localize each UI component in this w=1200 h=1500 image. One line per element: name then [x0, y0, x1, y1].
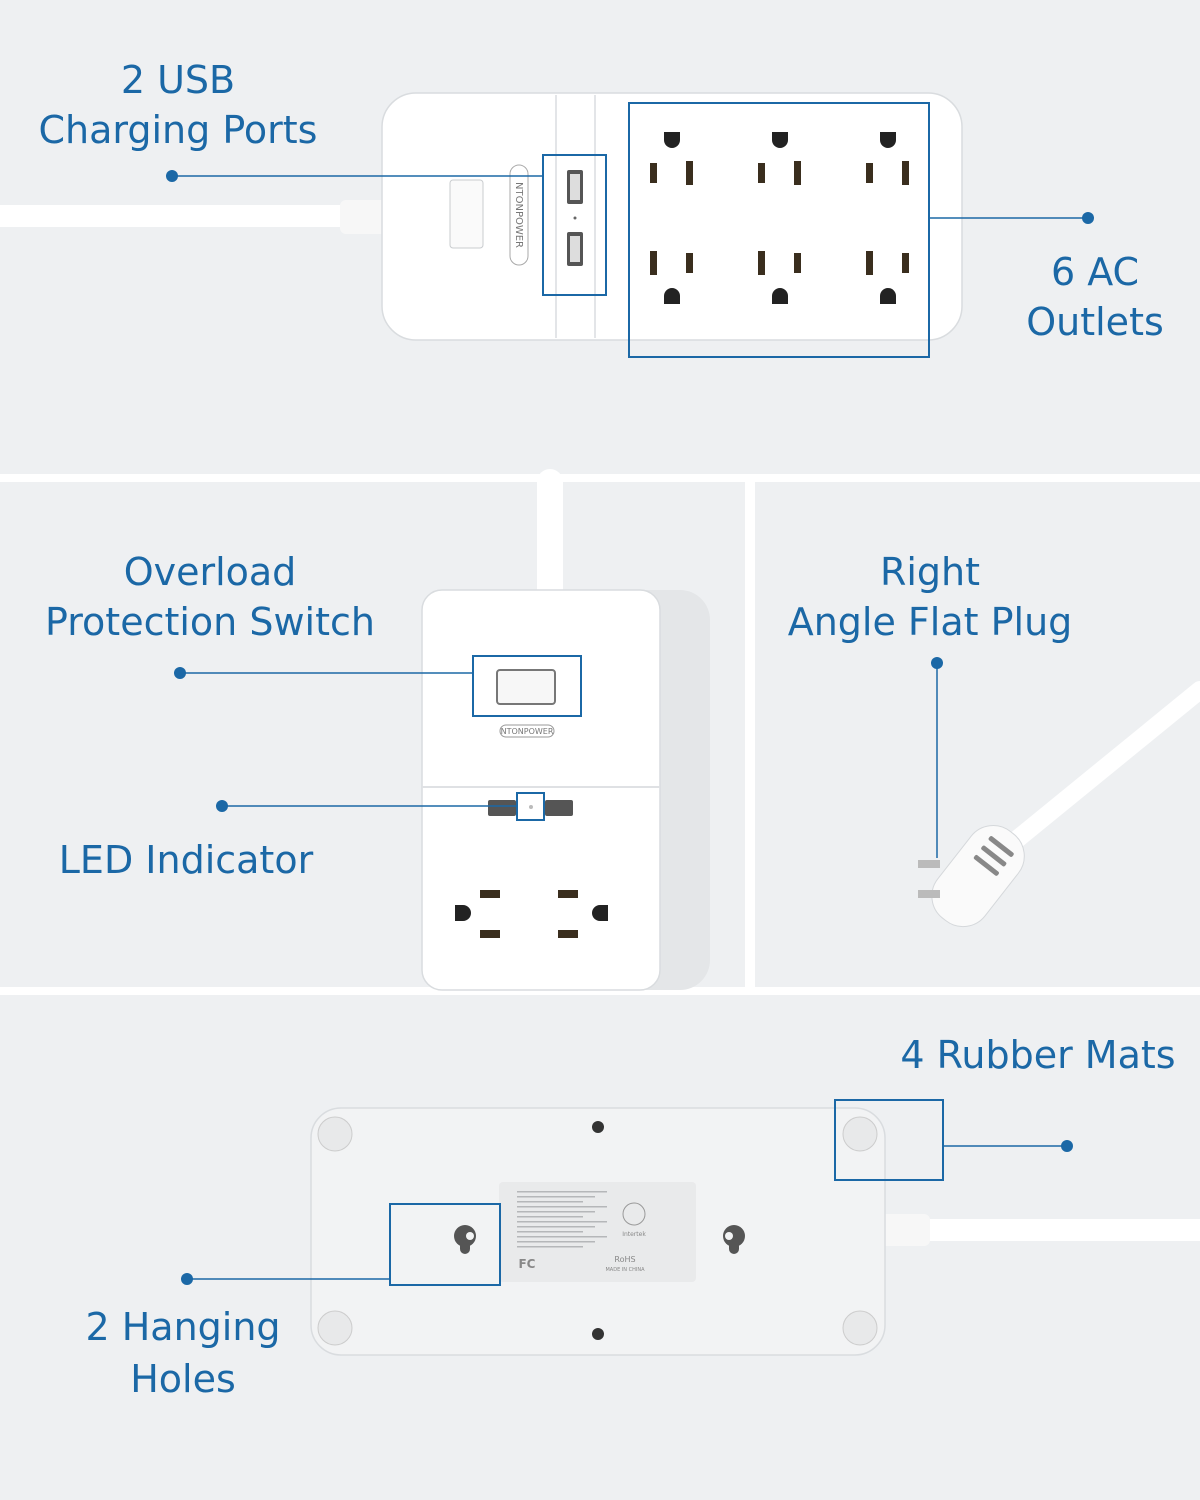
ac-label-line1: 6 AC: [1051, 250, 1139, 294]
middle-right-panel: Right Angle Flat Plug: [788, 550, 1200, 928]
switch-label-line1: Overload: [124, 550, 297, 594]
ac-outlets: [650, 132, 909, 304]
usb-port-2: [545, 800, 573, 816]
cord-strain-relief: [340, 200, 390, 234]
power-switch: [449, 179, 484, 249]
ac-outlet: [650, 251, 693, 304]
usb-port-1: [488, 800, 516, 816]
rubber-mat: [842, 1310, 878, 1346]
separator-bottom: [0, 987, 1200, 995]
holes-label-line1: 2 Hanging: [85, 1305, 280, 1349]
brand-badge: [509, 164, 529, 266]
usb-callout-box: [542, 154, 607, 296]
callout-dot: [181, 1273, 193, 1285]
callout-dot: [931, 657, 943, 669]
ac-outlet: [455, 890, 500, 938]
etl-logo: [622, 1202, 646, 1226]
callout-dot: [174, 667, 186, 679]
callout-dot: [1082, 212, 1094, 224]
led-label: LED Indicator: [59, 838, 314, 882]
label-fine-print: [517, 1216, 583, 1218]
power-strip-top: [381, 92, 963, 341]
power-strip-front: [421, 589, 661, 991]
hanging-hole: [723, 1225, 745, 1254]
label-fine-print: [517, 1211, 595, 1213]
brand-text: NTONPOWER: [513, 182, 524, 248]
screw-hole: [592, 1328, 604, 1340]
led-indicator: [573, 216, 577, 220]
callout-dot: [216, 800, 228, 812]
usb-label-line1: 2 USB: [121, 58, 235, 102]
usb-label-line2: Charging Ports: [39, 108, 318, 152]
intertek-text: Intertek: [622, 1231, 646, 1238]
overload-switch: [496, 669, 556, 705]
label-fine-print: [517, 1241, 595, 1243]
ac-outlet: [558, 890, 608, 938]
mats-label: 4 Rubber Mats: [900, 1033, 1175, 1077]
label-fine-print: [517, 1236, 607, 1238]
label-fine-print: [517, 1191, 607, 1193]
rubber-mat: [317, 1310, 353, 1346]
rohs-mark: RoHS: [614, 1255, 635, 1264]
plug-label-line2: Angle Flat Plug: [788, 600, 1073, 644]
made-in-text: MADE IN CHINA: [605, 1267, 645, 1273]
ac-outlet: [866, 132, 909, 185]
brand-text: NTONPOWER: [501, 727, 554, 736]
plug-prong: [918, 860, 940, 868]
ac-label-line2: Outlets: [1026, 300, 1164, 344]
label-fine-print: [517, 1231, 583, 1233]
rubber-mat: [842, 1116, 878, 1152]
ac-outlet: [866, 251, 909, 304]
power-cord: [1001, 681, 1200, 854]
switch-label-line2: Protection Switch: [45, 600, 375, 644]
holes-label-line2: Holes: [130, 1357, 236, 1401]
separator-top: [0, 474, 1200, 482]
callout-dot: [166, 170, 178, 182]
mats-callout-box: [834, 1099, 944, 1181]
middle-left-panel: NTONPOWER Overload Protection Switch LED…: [45, 469, 710, 991]
separator-vertical: [745, 482, 755, 987]
ac-outlet: [758, 251, 801, 304]
right-angle-plug: [931, 825, 1025, 928]
screw-hole: [592, 1121, 604, 1133]
label-fine-print: [517, 1226, 595, 1228]
fcc-mark: FC: [518, 1257, 535, 1271]
bottom-panel: FC RoHS MADE IN CHINA Intertek 4 Rubber …: [85, 1033, 1200, 1401]
top-panel: NTONPOWER 2 USB Charging Ports 6 AC Outl…: [0, 58, 1164, 358]
label-fine-print: [517, 1206, 607, 1208]
ac-outlet: [650, 132, 693, 185]
label-fine-print: [517, 1246, 583, 1248]
holes-callout-box: [389, 1203, 501, 1286]
rubber-mat: [317, 1116, 353, 1152]
plug-prong: [918, 890, 940, 898]
label-fine-print: [517, 1201, 583, 1203]
hanging-hole: [454, 1225, 476, 1254]
ac-callout-box: [628, 102, 930, 358]
label-fine-print: [517, 1196, 595, 1198]
switch-callout-box: [472, 655, 582, 717]
ac-outlet: [758, 132, 801, 185]
callout-dot: [1061, 1140, 1073, 1152]
plug-label-line1: Right: [880, 550, 980, 594]
label-fine-print: [517, 1221, 607, 1223]
led-indicator: [529, 805, 533, 809]
